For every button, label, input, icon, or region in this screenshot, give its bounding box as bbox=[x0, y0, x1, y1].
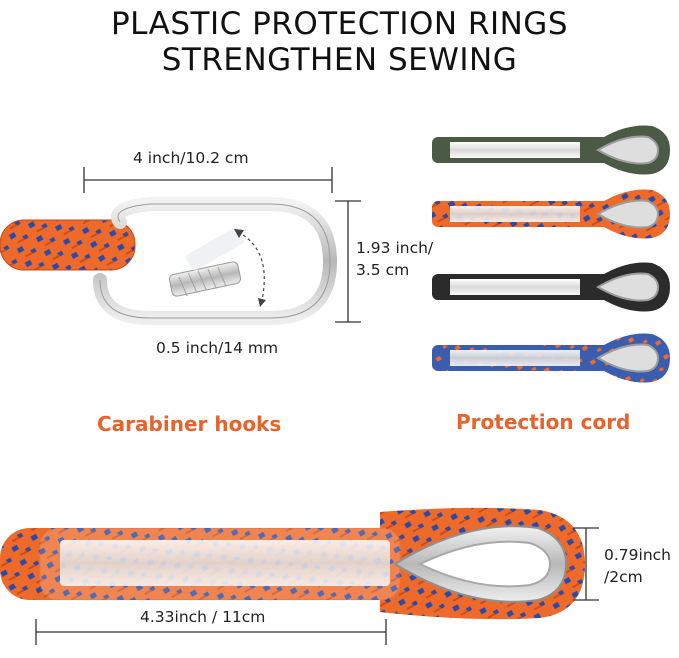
carabiner-height-label-line1: 1.93 inch/ bbox=[356, 239, 434, 257]
cord-olive bbox=[432, 125, 670, 175]
screw-gate bbox=[168, 261, 242, 297]
carabiner-illustration bbox=[0, 167, 361, 325]
protection-cord-caption: Protection cord bbox=[456, 410, 631, 434]
carabiner-rope bbox=[0, 220, 135, 270]
carabiner-width-label: 4 inch/10.2 cm bbox=[133, 149, 249, 167]
carabiner-height-label-line2: 3.5 cm bbox=[356, 261, 410, 279]
carabiner-gate-label: 0.5 inch/14 mm bbox=[156, 339, 279, 357]
loop-height-label-line2: /2cm bbox=[604, 568, 643, 586]
protective-wrap bbox=[60, 540, 390, 586]
cord-blue bbox=[432, 333, 670, 383]
protection-cord-samples bbox=[432, 125, 670, 383]
cord-orange bbox=[432, 189, 670, 239]
loop-height-label-line1: 0.79inch bbox=[604, 546, 671, 564]
headline-line-1: PLASTIC PROTECTION RINGS bbox=[110, 6, 569, 42]
large-loop-illustration bbox=[0, 507, 599, 645]
loop-length-label: 4.33inch / 11cm bbox=[140, 608, 266, 626]
carabiner-caption: Carabiner hooks bbox=[97, 412, 282, 436]
carabiner-body bbox=[93, 197, 338, 325]
cord-black bbox=[432, 262, 670, 312]
gate-swing-arc bbox=[237, 231, 265, 301]
headline-line-2: STRENGTHEN SEWING bbox=[161, 42, 518, 78]
